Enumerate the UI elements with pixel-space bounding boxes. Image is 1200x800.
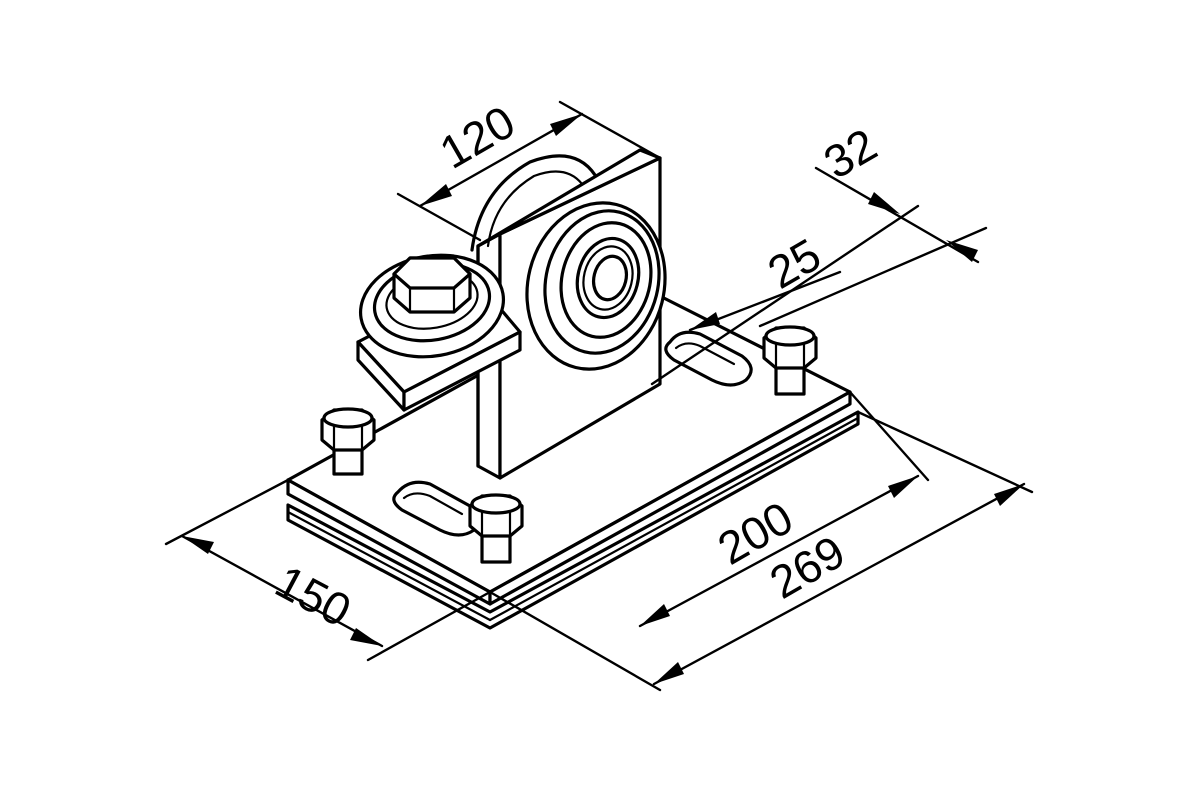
arrowhead	[182, 536, 214, 554]
extension-line	[650, 204, 920, 386]
bolt-head-top	[322, 407, 374, 429]
arrowhead	[868, 192, 900, 214]
upper-roller-rim	[470, 154, 597, 252]
arrowhead	[420, 184, 452, 206]
dimension-269	[652, 410, 1034, 686]
wheel-hub	[591, 254, 629, 302]
dimension-line	[638, 474, 920, 628]
dimension-150	[164, 478, 492, 662]
roller-nut-top	[392, 256, 472, 290]
dimension-200	[488, 390, 930, 692]
arrowhead	[994, 484, 1024, 506]
arrowhead	[550, 114, 582, 136]
arrowhead	[888, 476, 918, 498]
upper-guide-roller	[470, 154, 597, 252]
bolt-head-top	[764, 325, 816, 347]
base-plate-seam	[286, 510, 492, 622]
arrowhead	[640, 604, 670, 626]
mounting-slot-rear	[664, 330, 753, 387]
extension-line	[488, 590, 662, 692]
arrowhead	[690, 312, 720, 330]
extension-line	[814, 166, 980, 264]
dimension-line	[180, 534, 384, 648]
dimension-label-120: 120	[431, 95, 523, 178]
extension-line	[558, 100, 662, 160]
wheel-face	[559, 221, 653, 339]
dimension-32	[650, 166, 988, 386]
dimension-label-150: 150	[267, 555, 359, 637]
extension-line	[848, 390, 930, 482]
dimension-label-25: 25	[759, 228, 829, 299]
bolt-rear	[762, 325, 818, 396]
dimension-line	[652, 482, 1026, 686]
base-plate-seam	[488, 416, 860, 622]
side-roller	[356, 253, 522, 412]
dimension-120	[396, 100, 662, 242]
base-plate-lower-layer	[286, 410, 860, 630]
extension-line	[366, 590, 492, 662]
slot-inner-edge	[402, 492, 464, 516]
roller-support-right	[402, 330, 522, 412]
slot-outline	[664, 330, 753, 387]
wheel-bearing-ring	[582, 245, 634, 311]
arrowhead	[350, 628, 382, 646]
bolt-front	[468, 493, 524, 564]
arrowhead	[654, 662, 684, 684]
bolt-left	[320, 407, 376, 476]
extension-line	[396, 192, 482, 242]
main-wheel	[525, 201, 667, 371]
bolt-head-top	[470, 493, 522, 515]
extension-line	[164, 478, 290, 546]
slot-inner-edge	[674, 342, 736, 366]
extension-line	[758, 226, 988, 328]
extension-line	[856, 410, 1034, 494]
base-plate-right-edge	[488, 390, 852, 606]
dimension-label-32: 32	[815, 118, 885, 189]
dimension-25	[688, 270, 842, 332]
arrowhead	[946, 240, 978, 262]
upper-roller-groove	[486, 170, 584, 248]
